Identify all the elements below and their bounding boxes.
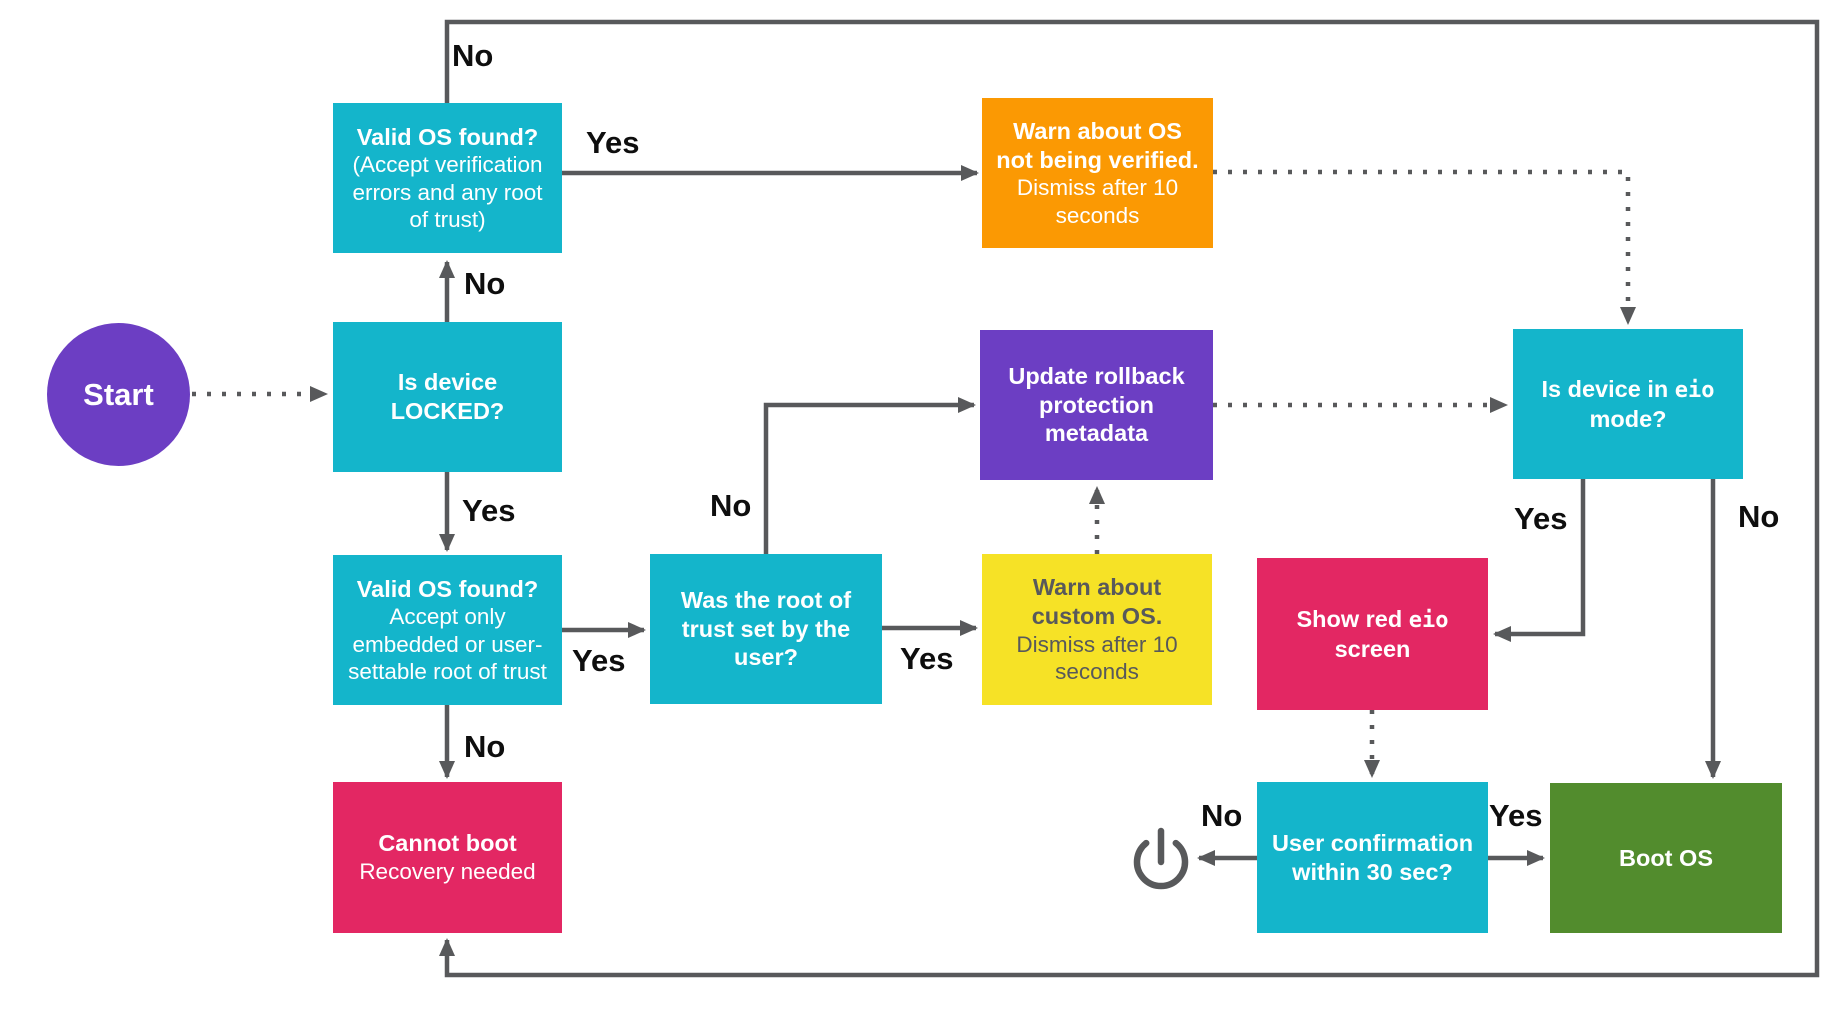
edge-label-yes-eio: Yes <box>1514 501 1568 536</box>
start-label: Start <box>83 376 154 412</box>
edge-label-no-loop: No <box>452 38 494 73</box>
edge-eio-yes-left <box>1493 479 1586 642</box>
edge-warn-to-eio-dotted <box>1213 169 1636 325</box>
edge-label-no-eio: No <box>1738 499 1780 534</box>
node-warn-custom-os: Warn about custom OS. Dismiss after 10 s… <box>982 554 1212 705</box>
edge-label-no-wasroot: No <box>710 488 752 523</box>
power-icon <box>1133 827 1189 890</box>
node-valid-os-unlocked: Valid OS found? (Accept verification err… <box>333 103 562 253</box>
edge-label-yes-validos: Yes <box>572 643 626 678</box>
edge-label-yes-wasroot: Yes <box>900 641 954 676</box>
node-boot-os: Boot OS <box>1550 783 1782 933</box>
edge-label-no-locked: No <box>464 266 506 301</box>
edge-validos-unlocked-no-loop <box>439 19 1820 978</box>
node-is-device-locked: Is device LOCKED? <box>333 322 562 472</box>
node-was-root-of-trust: Was the root of trust set by the user? <box>650 554 882 704</box>
edge-label-yes-locked: Yes <box>462 493 516 528</box>
edge-label-yes-warn: Yes <box>586 125 640 160</box>
edge-label-yes-userconf: Yes <box>1489 798 1543 833</box>
node-start: Start <box>47 323 190 466</box>
edge-label-no-validos: No <box>464 729 506 764</box>
node-cannot-boot: Cannot boot Recovery needed <box>333 782 562 933</box>
node-update-rollback: Update rollback protection metadata <box>980 330 1213 480</box>
edge-label-no-userconf: No <box>1201 798 1243 833</box>
node-valid-os-locked: Valid OS found? Accept only embedded or … <box>333 555 562 705</box>
node-is-device-in-eio-mode: Is device in eio mode? <box>1513 329 1743 479</box>
edge-wasroot-no-up <box>763 397 976 554</box>
node-show-red-eio-screen: Show red eio screen <box>1257 558 1488 710</box>
node-user-confirmation: User confirmation within 30 sec? <box>1257 782 1488 933</box>
node-warn-os-not-verified: Warn about OS not being verified. Dismis… <box>982 98 1213 248</box>
